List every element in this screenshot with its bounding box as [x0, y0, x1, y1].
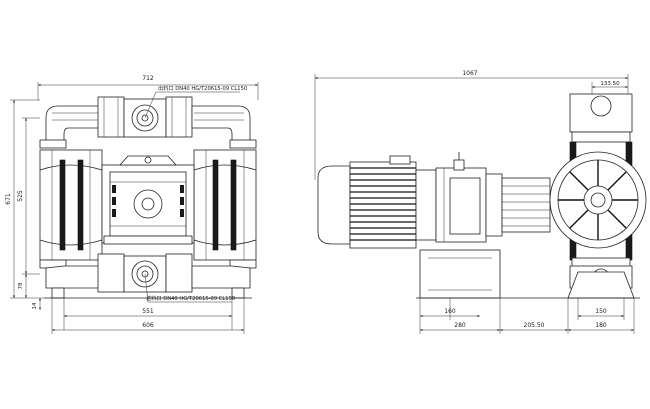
front-view: 712 — [5, 75, 259, 334]
bottom-manifold — [39, 253, 257, 299]
dim-label-712: 712 — [142, 75, 154, 82]
dim-label-14: 14 — [32, 302, 38, 309]
outlet-label: 出料口 DN40 HG/T20615-09 CL150 — [158, 84, 247, 92]
dim-label-133-50: 133.50 — [600, 81, 620, 87]
dim-bottom-side: 160 280 205.50 150 180 — [419, 298, 635, 334]
base-frames — [416, 249, 640, 299]
dim-label-1067: 1067 — [462, 70, 477, 77]
gearbox — [435, 152, 551, 243]
dim-label-180: 180 — [595, 322, 607, 329]
dim-label-150: 150 — [595, 308, 607, 315]
inlet-label: 进料口 DN40 HG/T20615-09 CL150 — [146, 294, 235, 302]
dim-label-525: 525 — [17, 190, 24, 202]
dim-label-280: 280 — [454, 322, 466, 329]
outlet-callout: 出料口 DN40 HG/T20615-09 CL150 — [144, 84, 247, 119]
dim-bottom-front: 551 606 — [51, 298, 245, 334]
dim-overall-length: 1067 — [314, 70, 629, 180]
dim-vertical: 671 525 78 14 — [5, 99, 44, 310]
dim-overall-width: 712 — [37, 75, 259, 100]
top-manifold — [39, 96, 257, 149]
dim-label-160: 160 — [444, 308, 456, 315]
dim-label-78: 78 — [18, 282, 24, 289]
inlet-callout: 进料口 DN40 HG/T20615-09 CL150 — [144, 273, 235, 303]
dim-label-671: 671 — [5, 193, 12, 205]
pump-end — [549, 93, 647, 289]
dim-label-551: 551 — [142, 308, 154, 315]
motor — [317, 155, 437, 249]
side-view: 1067 133.50 — [314, 70, 647, 334]
dim-label-205-50: 205.50 — [524, 322, 545, 329]
dim-label-606: 606 — [142, 322, 154, 329]
pump-body — [39, 149, 257, 261]
